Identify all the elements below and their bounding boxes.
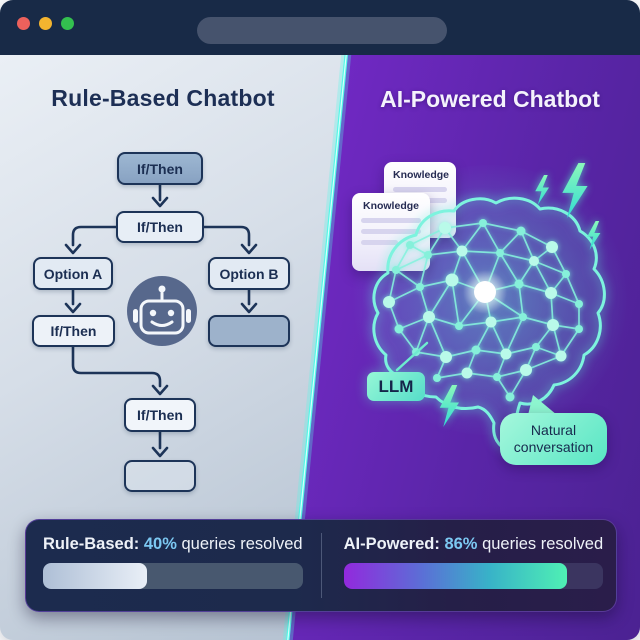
text-line xyxy=(393,187,447,192)
llm-badge: LLM xyxy=(367,372,425,401)
robot-face-icon xyxy=(127,276,197,346)
flow-box-ifthen-4: If/Then xyxy=(124,398,196,432)
ai-powered-progress-track xyxy=(343,563,604,589)
flow-box-ifthen-2: If/Then xyxy=(116,211,204,243)
knowledge-card-label: Knowledge xyxy=(393,169,450,181)
stat-suffix: queries resolved xyxy=(482,535,604,553)
stat-label: Rule-Based: xyxy=(43,535,140,553)
rule-based-stat-text: Rule-Based: 40% queries resolved xyxy=(43,535,303,554)
minimize-window-icon[interactable] xyxy=(39,17,52,30)
flow-box-option-a: Option A xyxy=(33,257,113,290)
maximize-window-icon[interactable] xyxy=(61,17,74,30)
rule-based-title: Rule-Based Chatbot xyxy=(51,85,275,111)
stat-value: 40% xyxy=(143,535,177,553)
rule-based-stat: Rule-Based: 40% queries resolved xyxy=(26,520,320,611)
natural-conversation-bubble: Natural conversation xyxy=(500,413,607,465)
stats-panel: Rule-Based: 40% queries resolved AI-Powe… xyxy=(25,519,617,612)
ai-powered-title: AI-Powered Chatbot xyxy=(380,86,600,112)
knowledge-card-label: Knowledge xyxy=(362,200,419,212)
ai-powered-stat: AI-Powered: 86% queries resolved xyxy=(320,520,621,611)
rule-based-progress-track xyxy=(43,563,303,589)
knowledge-card-front: Knowledge xyxy=(352,193,430,271)
url-bar[interactable] xyxy=(197,17,447,44)
stat-suffix: queries resolved xyxy=(181,535,303,553)
page-content: Rule-Based Chatbot If/Then If/Then Optio… xyxy=(0,55,640,640)
traffic-lights xyxy=(17,17,74,30)
stat-label: AI-Powered: xyxy=(343,535,440,553)
flow-box-option-b: Option B xyxy=(208,257,290,290)
flow-box-ifthen-3: If/Then xyxy=(32,315,115,347)
browser-title-bar xyxy=(0,0,640,55)
ai-powered-progress-fill xyxy=(343,563,567,589)
rule-based-progress-fill xyxy=(43,563,147,589)
flow-box-empty-right xyxy=(208,315,290,347)
text-line xyxy=(361,240,399,245)
stat-value: 86% xyxy=(444,535,478,553)
flow-box-ifthen-1: If/Then xyxy=(117,152,203,185)
flow-box-empty-end xyxy=(124,460,196,492)
ai-powered-stat-text: AI-Powered: 86% queries resolved xyxy=(344,535,604,554)
text-line xyxy=(361,229,421,234)
text-line xyxy=(361,218,421,223)
close-window-icon[interactable] xyxy=(17,17,30,30)
